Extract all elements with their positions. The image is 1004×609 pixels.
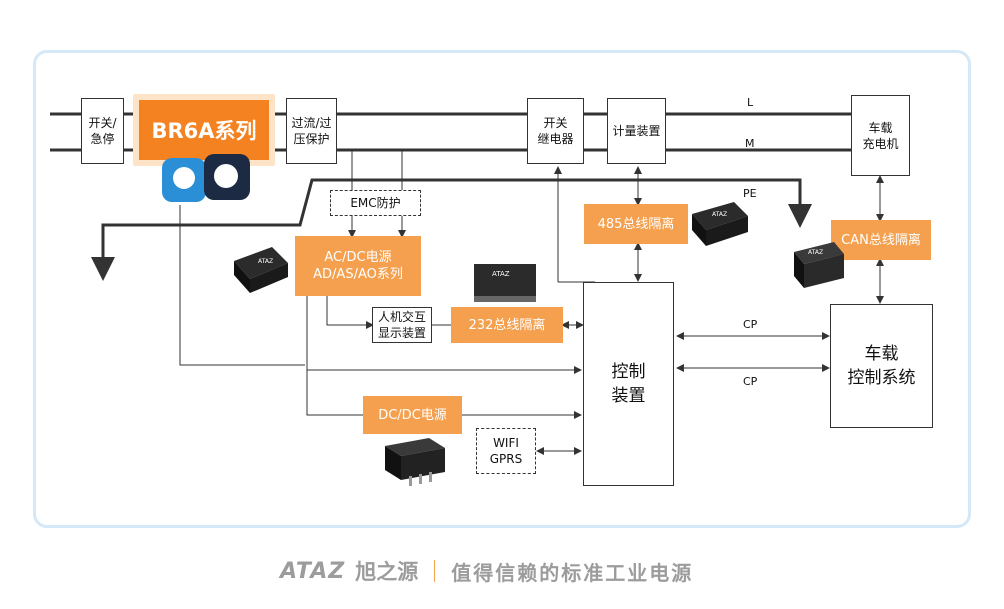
line-label-l: L [747,96,754,109]
wifi-gprs-box: WIFI GPRS [476,428,536,474]
can-module-image: ATAZ [794,242,844,288]
can-module-brand: ATAZ [808,249,823,256]
can-isolation-box: CAN总线隔离 [831,220,931,260]
footer-divider [434,560,436,582]
bus232-module-image: ATAZ [474,264,536,302]
bus485-isolation-box: 485总线隔离 [584,204,688,244]
br6a-highlight: BR6A系列 [133,94,275,166]
controller-box: 控制 装置 [583,282,674,486]
hmi-display-box: 人机交互 显示装置 [372,307,432,343]
emc-protection-box: EMC防护 [330,190,421,216]
footer: ATAZ 旭之源 值得信赖的标准工业电源 [280,556,693,586]
vehicle-control-system-box: 车载 控制系统 [830,304,933,428]
cp-label-2: CP [743,375,758,388]
brand-logo-cn: 旭之源 [355,560,419,584]
meter-box: 计量装置 [607,98,666,164]
onboard-charger-box: 车载 充电机 [851,95,910,176]
current-sensor-image [162,154,250,202]
bus232-isolation-box: 232总线隔离 [451,307,563,343]
line-label-m: M [745,137,755,150]
acdc-module-brand: ATAZ [258,258,273,265]
slogan: 值得信赖的标准工业电源 [451,560,694,585]
line-label-pe: PE [743,187,757,200]
acdc-power-box: AC/DC电源 AD/AS/AO系列 [295,236,421,296]
overcurrent-protection-box: 过流/过 压保护 [286,98,337,164]
dcdc-module-image [385,438,445,486]
bus485-module-image: ATAZ [692,202,748,246]
cp-label-1: CP [743,318,758,331]
bus485-module-brand: ATAZ [712,211,727,218]
switch-stop-box: 开关/ 急停 [81,98,124,164]
bus232-module-brand: ATAZ [492,270,510,278]
dcdc-power-box: DC/DC电源 [363,396,462,434]
relay-box: 开关 继电器 [527,98,584,164]
brand-logo-en: ATAZ [280,558,346,584]
br6a-label: BR6A系列 [139,100,269,160]
acdc-module-image: ATAZ [234,247,288,293]
